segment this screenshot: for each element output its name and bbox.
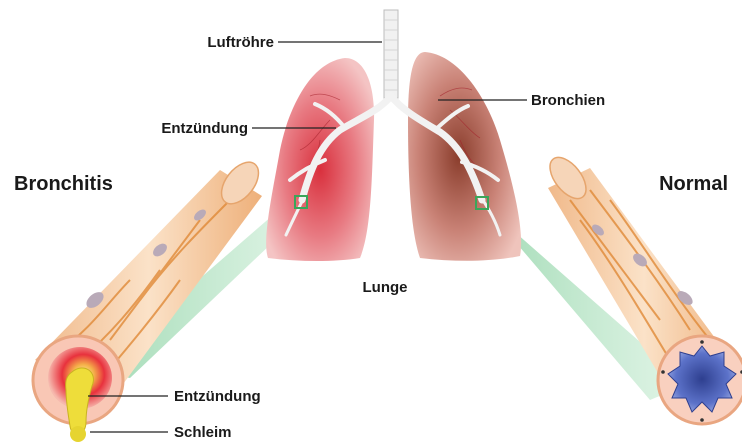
label-normal: Normal bbox=[659, 173, 728, 195]
label-bronchitis: Bronchitis bbox=[14, 173, 113, 195]
label-trachea: Luftröhre bbox=[207, 34, 274, 51]
label-mucus: Schleim bbox=[174, 424, 232, 441]
label-lung: Lunge bbox=[363, 279, 408, 296]
label-inflammation-bottom: Entzündung bbox=[174, 388, 261, 405]
trachea bbox=[384, 10, 398, 98]
label-bronchi: Bronchien bbox=[531, 92, 605, 109]
label-inflammation-top: Entzündung bbox=[161, 120, 248, 137]
